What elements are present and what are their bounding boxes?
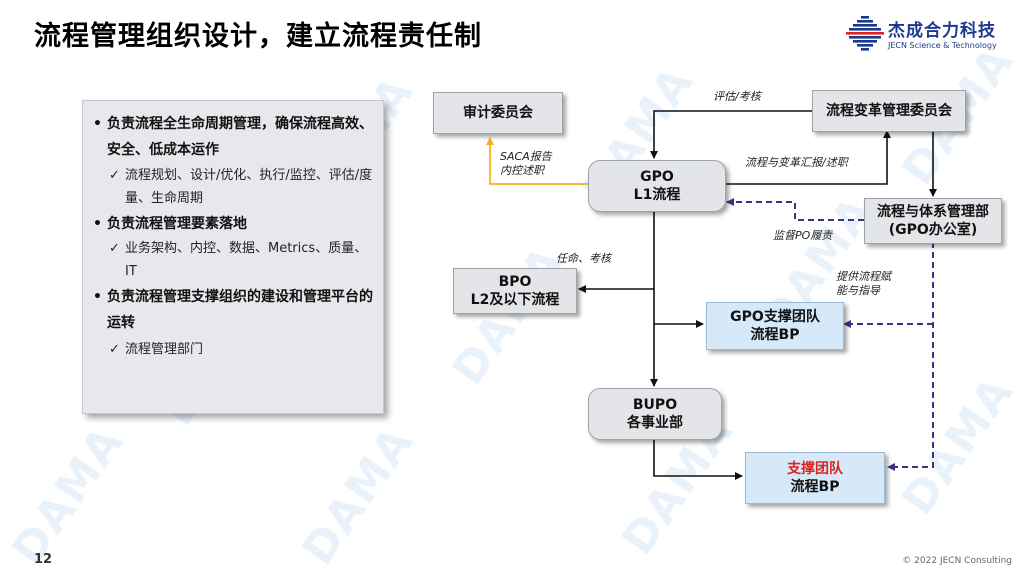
logo-icon [846, 16, 884, 51]
box-label: L2及以下流程 [470, 292, 560, 308]
bullet-item: • 负责流程全生命周期管理，确保流程高效、安全、低成本运作 [93, 111, 375, 163]
gpo-box: GPO L1流程 [588, 160, 726, 212]
box-label: 流程与体系管理部 [877, 204, 989, 220]
label-empower-line1: 提供流程赋 [836, 270, 891, 283]
box-label: 流程BP [750, 327, 800, 343]
label-evaluate: 评估/考核 [713, 90, 761, 103]
bullet-marker: • [93, 216, 102, 232]
page-number: 12 [34, 552, 53, 567]
bullet-text: 负责流程管理支撑组织的建设和管理平台的运转 [107, 289, 373, 331]
label-empower: 提供流程赋 能与指导 [836, 270, 891, 298]
sub-text: 流程规划、设计/优化、执行/监控、评估/度量、生命周期 [125, 168, 373, 206]
copyright: © 2022 JECN Consulting [902, 556, 1012, 566]
box-label: GPO [640, 169, 674, 185]
bullet-text: 负责流程管理要素落地 [107, 216, 247, 232]
box-label: 各事业部 [627, 415, 683, 431]
box-label: 流程BP [790, 479, 840, 495]
arrow-empower [887, 242, 934, 471]
box-label: BUPO [632, 397, 678, 413]
box-label: 流程变革管理委员会 [826, 103, 952, 119]
logo-subtitle: JECN Science & Technology [888, 41, 997, 50]
company-logo: 杰成合力科技 JECN Science & Technology [846, 14, 1006, 56]
box-label: GPO支撑团队 [730, 309, 820, 325]
arrow-evaluate [650, 110, 812, 159]
bullet-item: • 负责流程管理要素落地 [93, 211, 375, 237]
audit-committee-box: 审计委员会 [433, 92, 563, 134]
page-title: 流程管理组织设计，建立流程责任制 [34, 21, 482, 52]
gpo-support-team-box: GPO支撑团队 流程BP [706, 302, 844, 350]
box-label: BPO [498, 274, 532, 290]
sub-text: 业务架构、内控、数据、Metrics、质量、IT [125, 241, 368, 279]
bullet-marker: • [93, 116, 102, 132]
box-label: (GPO办公室) [888, 222, 978, 238]
label-empower-line2: 能与指导 [836, 284, 880, 297]
sub-item: ✓ 流程规划、设计/优化、执行/监控、评估/度量、生命周期 [109, 164, 375, 210]
label-supervise: 监督PO履责 [773, 229, 833, 242]
bupo-box: BUPO 各事业部 [588, 388, 722, 440]
sub-item: ✓ 流程管理部门 [109, 338, 375, 361]
arrow-supervise [726, 198, 864, 221]
arrow-saca [486, 137, 588, 185]
logo-name: 杰成合力科技 [888, 21, 996, 41]
label-report: 流程与变革汇报/述职 [745, 156, 848, 169]
check-icon: ✓ [109, 342, 120, 357]
box-label: 审计委员会 [463, 105, 533, 121]
change-committee-box: 流程变革管理委员会 [812, 90, 966, 132]
system-dept-box: 流程与体系管理部 (GPO办公室) [864, 198, 1002, 244]
support-team-box: 支撑团队 流程BP [745, 452, 885, 504]
bullet-item: • 负责流程管理支撑组织的建设和管理平台的运转 [93, 284, 375, 336]
bpo-box: BPO L2及以下流程 [453, 268, 577, 314]
responsibility-panel: • 负责流程全生命周期管理，确保流程高效、安全、低成本运作 ✓ 流程规划、设计/… [82, 100, 384, 414]
sub-text: 流程管理部门 [125, 342, 204, 357]
label-appoint: 任命、考核 [556, 252, 611, 265]
arrow-bupo-team [653, 438, 743, 480]
sub-item: ✓ 业务架构、内控、数据、Metrics、质量、IT [109, 237, 375, 283]
bullet-text: 负责流程全生命周期管理，确保流程高效、安全、低成本运作 [107, 116, 373, 158]
bullet-marker: • [93, 289, 102, 305]
check-icon: ✓ [109, 168, 120, 183]
check-icon: ✓ [109, 241, 120, 256]
box-label: L1流程 [633, 187, 681, 203]
label-saca-line1: SACA报告 [500, 150, 552, 163]
box-label: 支撑团队 [787, 461, 843, 477]
label-saca-line2: 内控述职 [500, 164, 544, 177]
label-saca: SACA报告 内控述职 [500, 150, 552, 178]
arrow-report [724, 130, 891, 185]
